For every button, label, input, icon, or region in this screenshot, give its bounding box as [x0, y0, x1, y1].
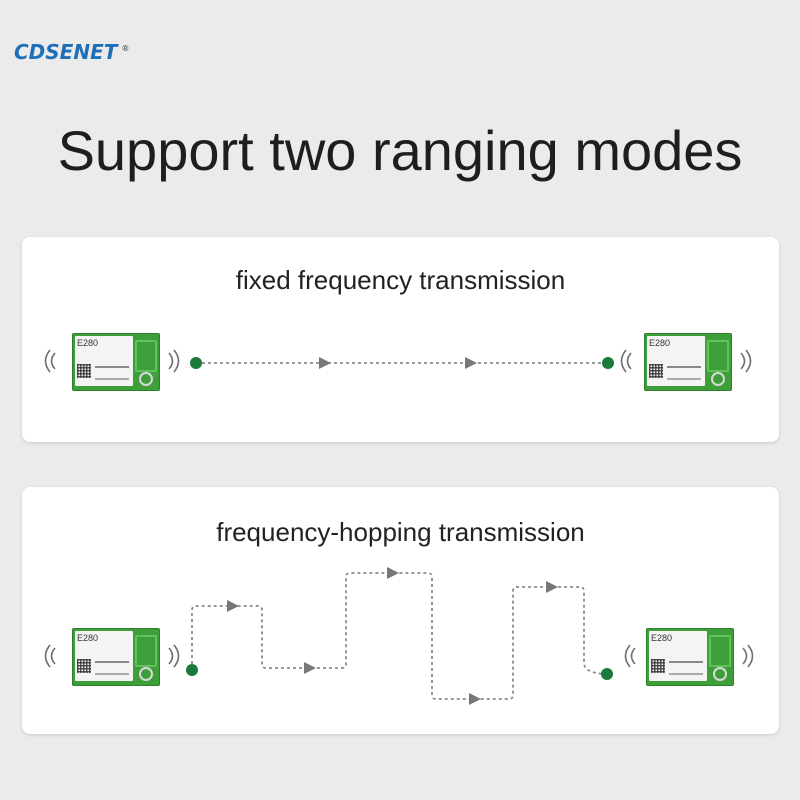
module-left: E280: [72, 628, 160, 686]
panel-frequency-hopping: frequency-hopping transmission E280 E280: [22, 487, 779, 734]
antenna-icon: [709, 635, 731, 667]
panel-title: fixed frequency transmission: [235, 265, 566, 295]
brand-logo: CDSENET®: [14, 40, 129, 64]
module-text-lines: [95, 366, 129, 380]
qr-icon: [77, 659, 91, 673]
brand-name: CDSENET: [14, 40, 118, 64]
transmission-path-straight: [190, 357, 614, 369]
antenna-pad-icon: [713, 667, 727, 681]
signal-left-icon: [44, 644, 56, 668]
antenna-icon: [135, 635, 157, 667]
module-right: E280: [646, 628, 734, 686]
signal-left-icon: [620, 349, 632, 373]
triangle-arrow-icon: [546, 581, 558, 593]
signal-right-icon: [742, 644, 754, 668]
module-label: E280: [651, 633, 673, 643]
triangle-arrow-icon: [469, 693, 481, 705]
signal-left-icon: [624, 644, 636, 668]
triangle-arrow-icon: [387, 567, 399, 579]
qr-icon: [77, 364, 91, 378]
signal-right-icon: [168, 644, 180, 668]
module-text-lines: [95, 661, 129, 675]
antenna-pad-icon: [711, 372, 725, 386]
module-text-lines: [669, 661, 703, 675]
triangle-arrow-icon: [304, 662, 316, 674]
registered-mark: ®: [121, 44, 130, 54]
antenna-pad-icon: [139, 372, 153, 386]
module-label: E280: [77, 633, 99, 643]
antenna-pad-icon: [139, 667, 153, 681]
signal-right-icon: [168, 349, 180, 373]
panel-title: frequency-hopping transmission: [216, 517, 585, 547]
node-end-icon: [602, 357, 614, 369]
signal-left-icon: [44, 349, 56, 373]
antenna-icon: [135, 340, 157, 372]
triangle-arrow-icon: [465, 357, 477, 369]
antenna-icon: [707, 340, 729, 372]
triangle-arrow-icon: [319, 357, 331, 369]
page-title: Support two ranging modes: [57, 119, 743, 182]
module-text-lines: [667, 366, 701, 380]
triangle-arrow-icon: [227, 600, 239, 612]
transmission-path-stepped: [186, 567, 613, 705]
qr-icon: [651, 659, 665, 673]
module-left: E280: [72, 333, 160, 391]
module-label: E280: [77, 338, 99, 348]
node-start-icon: [186, 664, 198, 676]
node-start-icon: [190, 357, 202, 369]
signal-right-icon: [740, 349, 752, 373]
module-right: E280: [644, 333, 732, 391]
module-label: E280: [649, 338, 671, 348]
panel-fixed-frequency: fixed frequency transmission E280 E280: [22, 237, 779, 442]
qr-icon: [649, 364, 663, 378]
node-end-icon: [601, 668, 613, 680]
